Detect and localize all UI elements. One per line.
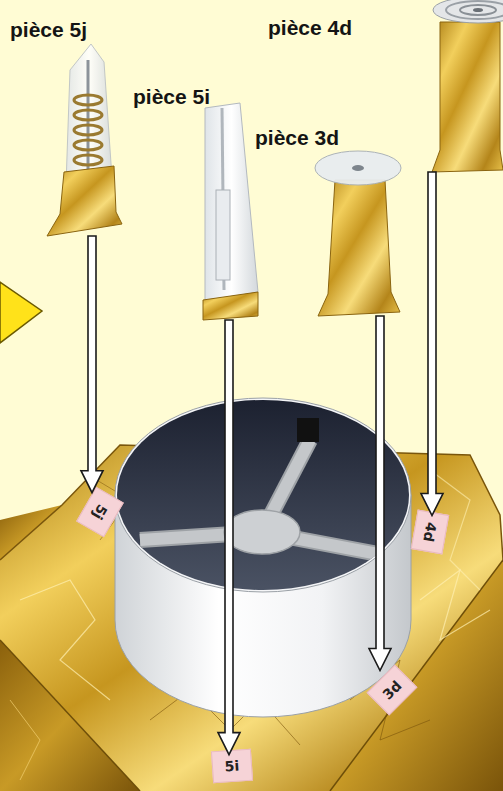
piece-rod xyxy=(87,60,90,175)
piece-plinth xyxy=(432,22,503,172)
position-tag: 5i xyxy=(211,749,253,784)
foil-wrinkle xyxy=(420,570,490,640)
piece-disc-center xyxy=(473,8,483,12)
foil-wrinkle xyxy=(10,700,40,780)
spider-hub xyxy=(224,510,300,554)
position-tag: 4d xyxy=(411,510,449,555)
pointer-triangle xyxy=(0,282,42,343)
part-name: pièce 3d xyxy=(255,126,339,150)
piece-panel xyxy=(66,44,112,185)
part-name: pièce 5i xyxy=(133,85,210,109)
piece-coil xyxy=(74,95,102,105)
part-piece: pièce 5i xyxy=(130,82,260,320)
placement-arrow xyxy=(369,316,391,671)
foil-wrinkle xyxy=(20,580,110,700)
piece-panel xyxy=(205,103,258,302)
placement-arrow xyxy=(81,236,103,493)
position-tag: 5j xyxy=(76,487,124,538)
piece-coil xyxy=(74,140,102,150)
base-side-face xyxy=(0,640,140,791)
tag-label: 5i xyxy=(224,758,240,775)
tag-label: 5j xyxy=(89,502,110,523)
cylinder-interior xyxy=(117,400,409,590)
piece-plinth xyxy=(203,292,258,320)
piece-disc-center xyxy=(352,165,364,171)
part-piece: pièce 3d xyxy=(252,124,402,316)
piece-coil xyxy=(74,125,102,135)
piece-disc xyxy=(315,151,401,185)
placement-arrow xyxy=(421,172,443,516)
spider-block xyxy=(297,418,319,442)
piece-disc-ring xyxy=(460,5,496,15)
tag-label: 3d xyxy=(379,677,404,702)
position-tag: 3d xyxy=(367,665,418,716)
piece-coil xyxy=(74,155,102,165)
part-name: pièce 4d xyxy=(268,16,352,40)
piece-disc xyxy=(433,0,503,23)
piece-rod xyxy=(216,190,230,280)
placement-arrow xyxy=(218,320,240,755)
piece-plinth xyxy=(47,166,122,236)
part-name: pièce 5j xyxy=(10,18,87,42)
cylinder-rim xyxy=(115,398,411,592)
piece-coil xyxy=(74,110,102,120)
tag-label: 4d xyxy=(420,521,439,543)
base-edge xyxy=(0,640,140,791)
piece-disc-ring xyxy=(446,1,503,19)
part-piece: pièce 5j xyxy=(8,14,126,236)
piece-plinth xyxy=(318,180,400,316)
